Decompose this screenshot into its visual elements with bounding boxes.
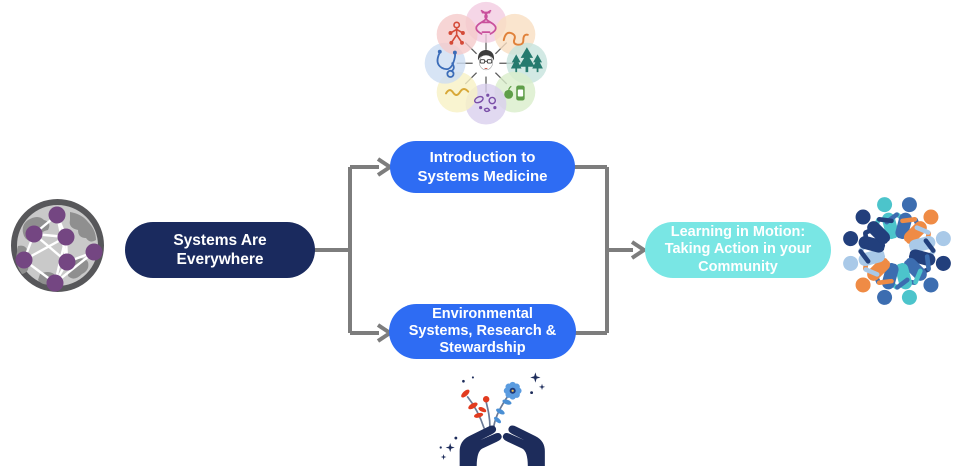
red-leaves (461, 389, 490, 418)
blue-flower (503, 381, 522, 400)
dna-icon (475, 9, 497, 35)
person-head-icon (477, 49, 495, 71)
hands-holding-flowers-icon (418, 368, 560, 467)
node-introduction-to-systems-medicine[interactable]: Introduction to Systems Medicine (390, 141, 575, 193)
node-label-line: Systems Medicine (417, 168, 548, 185)
community-people-circle-icon (836, 190, 958, 312)
worm-icon (445, 88, 470, 96)
microbes-icon (473, 93, 497, 113)
node-label-line: Learning in Motion: (670, 223, 806, 240)
blue-leaves (493, 399, 512, 424)
ring-center (884, 238, 910, 264)
node-label-line: Stewardship (439, 340, 526, 356)
node-label-line: Introduction to (429, 149, 536, 166)
globe-network-icon (10, 198, 105, 293)
arrowhead-action (630, 240, 648, 260)
apple-watch-icon (504, 85, 525, 101)
body-network-icon (448, 21, 465, 45)
node-label-line: Systems Are (173, 232, 267, 249)
node-label-line: Taking Action in your (664, 241, 812, 258)
node-learning-in-motion[interactable]: Learning in Motion: Taking Action in you… (645, 222, 831, 278)
node-label-line: Everywhere (176, 251, 264, 268)
people-ring (843, 197, 951, 305)
hands (459, 425, 545, 467)
node-label-line: Community (698, 258, 778, 275)
trees-icon (510, 47, 543, 73)
systems-medicine-wheel-icon (406, 1, 566, 125)
arrowhead-medicine (376, 157, 394, 177)
protein-icon (502, 31, 529, 46)
sparkles (439, 372, 546, 460)
stethoscope-icon (436, 49, 457, 78)
node-label-line: Systems, Research & (408, 323, 557, 339)
node-environmental-systems-research-stewardship[interactable]: Environmental Systems, Research & Stewar… (389, 304, 576, 359)
node-label-line: Environmental (432, 306, 533, 322)
node-systems-are-everywhere[interactable]: Systems Are Everywhere (125, 222, 315, 278)
